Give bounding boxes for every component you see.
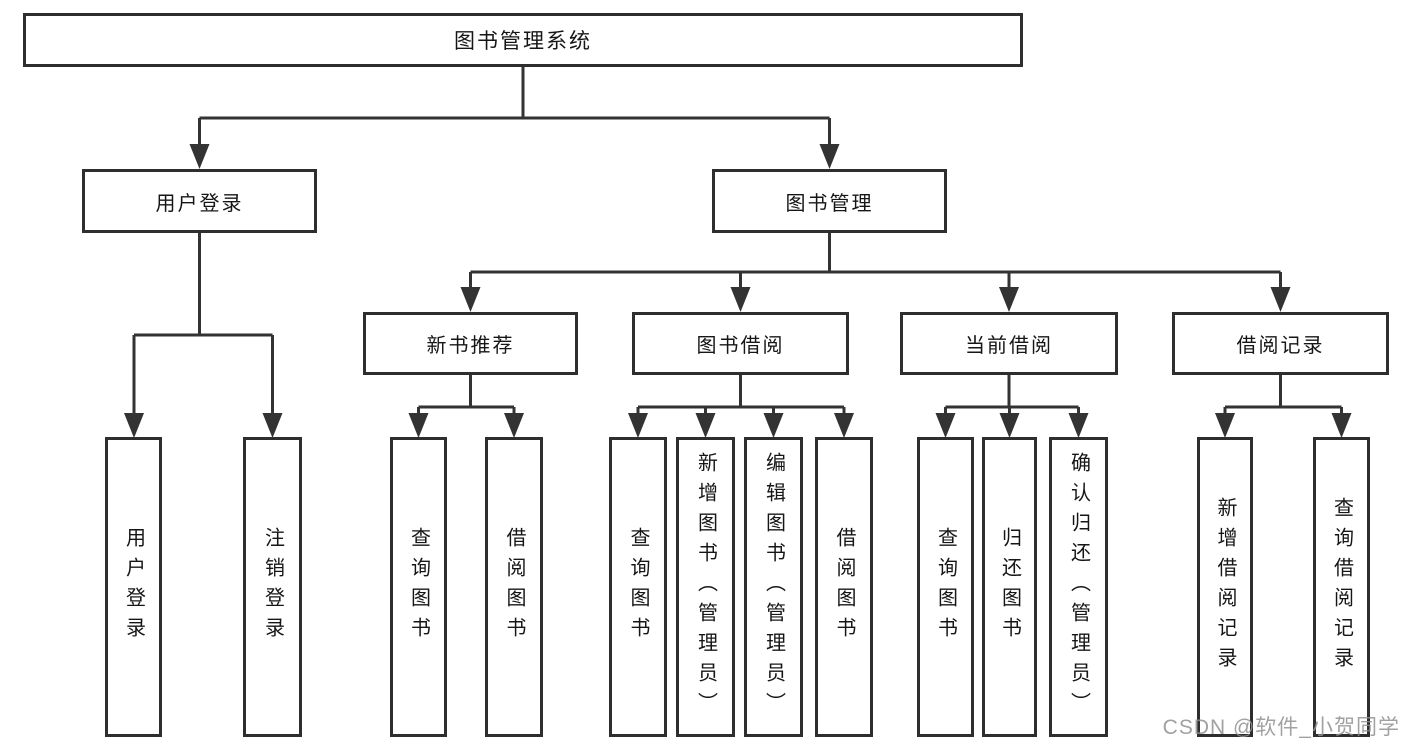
edge-current-to-leaves xyxy=(944,375,1080,416)
edge-records-to-leaves xyxy=(1223,375,1343,416)
leaf-newrec-borrow-books: 借阅图书 xyxy=(485,437,543,737)
leaf-borrow-edit-books-admin: 编辑图书（管理员） xyxy=(744,437,803,737)
leaf-user-login: 用户登录 xyxy=(105,437,162,737)
leaf-current-return-books: 归还图书 xyxy=(982,437,1037,737)
node-new-book-recommendation: 新书推荐 xyxy=(363,312,578,375)
edge-newrec-to-leaves xyxy=(417,375,516,416)
node-book-management: 图书管理 xyxy=(712,169,947,233)
node-root-library-system: 图书管理系统 xyxy=(23,13,1023,67)
arrowheads xyxy=(124,144,1352,438)
edge-root-to-level2 xyxy=(198,67,831,146)
edge-borrow-to-leaves xyxy=(636,375,846,416)
leaf-logout: 注销登录 xyxy=(243,437,302,737)
node-book-borrowing: 图书借阅 xyxy=(632,312,849,375)
leaf-borrow-add-books-admin: 新增图书（管理员） xyxy=(676,437,735,737)
leaf-borrow-query-books: 查询图书 xyxy=(609,437,667,737)
leaf-newrec-query-books: 查询图书 xyxy=(390,437,447,737)
leaf-records-add-borrow-record: 新增借阅记录 xyxy=(1197,437,1253,737)
leaf-current-confirm-return-admin: 确认归还（管理员） xyxy=(1049,437,1108,737)
node-borrowing-records: 借阅记录 xyxy=(1172,312,1389,375)
leaf-borrow-borrow-books: 借阅图书 xyxy=(815,437,873,737)
node-user-login: 用户登录 xyxy=(82,169,317,233)
edge-bookmgmt-to-level3 xyxy=(469,233,1282,291)
leaf-records-query-borrow-record: 查询借阅记录 xyxy=(1313,437,1370,737)
edge-userlogin-to-leaves xyxy=(132,233,274,416)
leaf-current-query-books: 查询图书 xyxy=(917,437,974,737)
node-current-borrowing: 当前借阅 xyxy=(900,312,1118,375)
